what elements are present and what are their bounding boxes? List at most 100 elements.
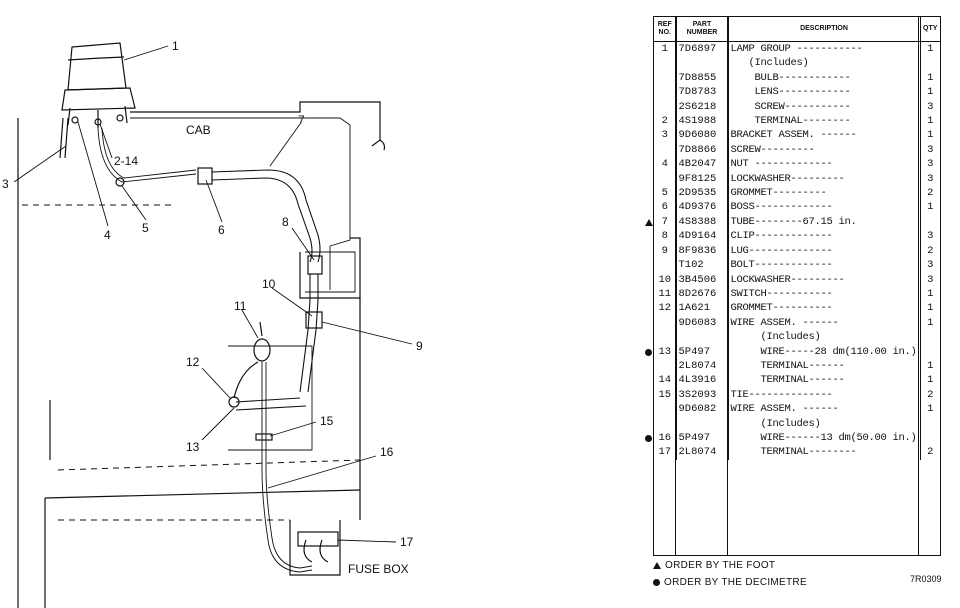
qty-cell	[920, 330, 940, 344]
table-row: (Includes)	[654, 330, 940, 345]
qty-cell: 1	[927, 201, 934, 214]
ref-cell: 8	[654, 229, 677, 244]
qty-cell: 3	[927, 100, 934, 113]
ref-cell	[654, 56, 677, 71]
description-cell: (Includes)	[728, 56, 921, 71]
ref-cell	[654, 171, 677, 187]
footnote-order-by-foot: ORDER BY THE FOOT	[653, 560, 775, 571]
ref-cell	[654, 142, 677, 158]
part-number-cell: 2D9535	[676, 186, 729, 201]
part-number-cell: 9F8125	[676, 171, 729, 187]
part-number-cell: 7D6897	[676, 41, 729, 57]
part-number-cell: 4S8388	[676, 214, 729, 230]
part-number-cell: 4S1988	[676, 114, 729, 129]
qty-cell: 1	[927, 316, 934, 329]
description-cell: WIRE------13 dm(50.00 in.)	[728, 430, 921, 446]
callout-13: 13	[186, 440, 200, 454]
part-number-cell: 2L8074	[676, 445, 729, 460]
description-cell: SCREW-----------	[728, 99, 921, 115]
qty-cell: 2	[927, 187, 934, 200]
description-cell: CLIP-------------	[728, 229, 921, 244]
dot-marker-icon	[645, 434, 652, 442]
ref-cell	[654, 99, 677, 115]
part-number-cell: T102	[676, 258, 729, 273]
ref-cell: 15	[654, 387, 677, 403]
ref-cell: 9	[654, 243, 677, 259]
dot-marker-icon	[653, 579, 660, 586]
description-cell: WIRE ASSEM. ------	[728, 315, 921, 331]
callout-17: 17	[400, 535, 414, 549]
qty-cell: 1	[927, 359, 934, 372]
part-number-cell: 7D8783	[676, 85, 729, 100]
callout-16: 16	[380, 445, 394, 459]
part-number-cell: 5P497	[676, 344, 729, 359]
ref-cell: 13	[645, 344, 677, 359]
ref-cell	[654, 358, 677, 374]
qty-cell	[920, 431, 940, 445]
part-number-cell: 8D2676	[676, 286, 729, 302]
part-number-cell	[676, 416, 729, 431]
header-qty: QTY	[920, 17, 940, 42]
ref-cell: 16	[645, 430, 677, 446]
qty-cell: 3	[927, 172, 934, 185]
ref-cell: 3	[654, 128, 677, 143]
qty-cell: 1	[927, 71, 934, 84]
callout-5: 5	[142, 221, 149, 235]
part-number-cell: 4B2047	[676, 157, 729, 172]
description-cell: LAMP GROUP -----------	[728, 41, 921, 57]
table-row: 2S6218 SCREW----------- 3	[654, 99, 940, 115]
part-number-cell: 2S6218	[676, 99, 729, 115]
description-cell: TERMINAL------	[728, 358, 921, 374]
ref-cell	[654, 258, 677, 273]
description-cell: NUT -------------	[728, 157, 921, 172]
callout-3: 3	[2, 177, 9, 191]
table-row: 7D8783 LENS------------1	[654, 85, 940, 100]
table-row: (Includes)	[654, 56, 940, 71]
ref-cell: 10	[654, 272, 677, 287]
qty-cell: 1	[927, 302, 934, 315]
ref-cell	[654, 416, 677, 431]
ref-cell	[654, 330, 677, 345]
ref-cell: 4	[654, 157, 677, 172]
qty-cell: 1	[927, 287, 934, 300]
ref-cell	[654, 70, 677, 86]
ref-cell: 17	[654, 445, 677, 460]
cab-outline	[17, 101, 386, 608]
part-number-cell: 4D9376	[676, 200, 729, 215]
callout-8: 8	[282, 215, 289, 229]
qty-cell: 3	[927, 230, 934, 243]
leader-lines	[13, 45, 413, 543]
callout-10: 10	[262, 277, 276, 291]
description-cell: WIRE ASSEM. ------	[728, 402, 921, 417]
description-cell: GROMMET----------	[728, 301, 921, 316]
callout-4: 4	[104, 228, 111, 242]
qty-cell: 3	[927, 273, 934, 286]
triangle-marker-icon	[653, 562, 661, 569]
part-number-cell: 7D8866	[676, 142, 729, 158]
part-number-cell: 9D6083	[676, 315, 729, 331]
fuse-box-label: FUSE BOX	[348, 562, 409, 576]
table-row: 2L8074 TERMINAL------1	[654, 358, 940, 374]
description-cell: LENS------------	[728, 85, 921, 100]
ref-cell: 7	[645, 214, 677, 230]
part-number-cell: 4D9164	[676, 229, 729, 244]
ref-cell: 5	[654, 186, 677, 201]
description-cell: TERMINAL--------	[728, 445, 921, 460]
description-cell: TERMINAL--------	[728, 114, 921, 129]
callout-6: 6	[218, 223, 225, 237]
description-cell: WIRE-----28 dm(110.00 in.)	[728, 344, 921, 359]
header-ref-no: REF NO.	[654, 17, 677, 42]
qty-cell: 1	[927, 115, 934, 128]
tube-assembly	[197, 167, 323, 411]
description-cell: LOCKWASHER---------	[728, 171, 921, 187]
header-description: DESCRIPTION	[728, 17, 921, 42]
